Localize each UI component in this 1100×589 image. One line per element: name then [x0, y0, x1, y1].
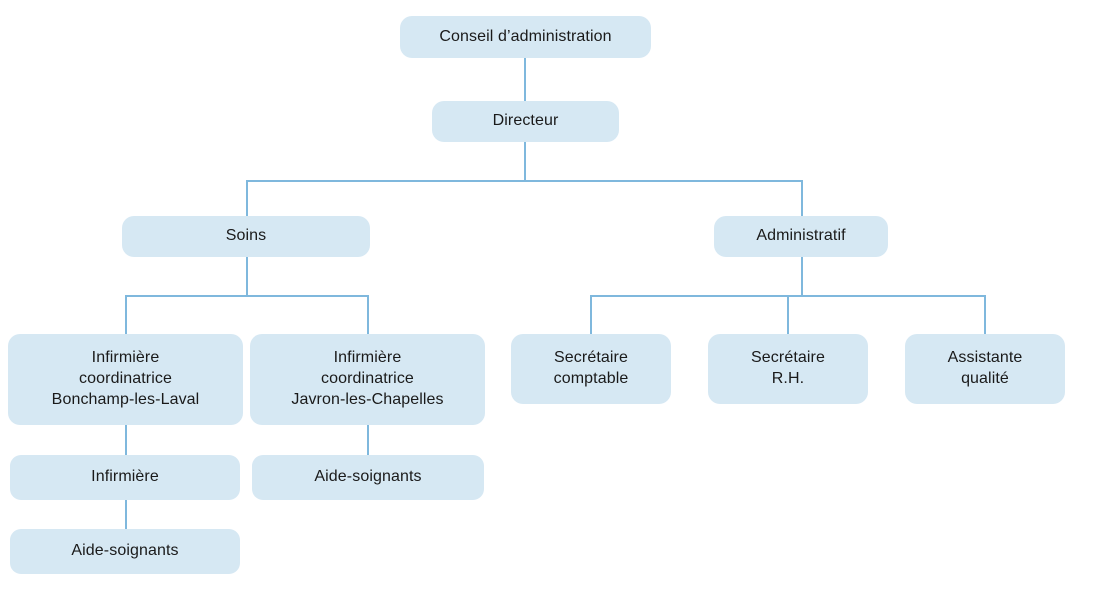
node-infirmiere-coordinatrice-javron-les-chapelles[interactable]: Infirmière coordinatrice Javron-les-Chap…	[250, 334, 485, 425]
connector-coord-javron-aide-soignants	[367, 425, 369, 455]
connector-administratif-to-secretaire-rh	[787, 295, 789, 334]
node-soins[interactable]: Soins	[122, 216, 370, 257]
connector-directeur-stem	[524, 142, 526, 181]
connector-conseil-directeur	[524, 58, 526, 101]
node-conseil-d-administration[interactable]: Conseil d’administration	[400, 16, 651, 58]
node-infirmiere[interactable]: Infirmière	[10, 455, 240, 500]
connector-administratif-stem	[801, 257, 803, 296]
connector-infirmiere-aide-soignants	[125, 500, 127, 529]
connector-soins-bar	[125, 295, 369, 297]
connector-soins-stem	[246, 257, 248, 296]
connector-bar-to-soins	[246, 180, 248, 216]
node-aide-soignants-javron[interactable]: Aide-soignants	[252, 455, 484, 500]
connector-soins-to-coord-javron	[367, 295, 369, 334]
node-assistante-qualite[interactable]: Assistante qualité	[905, 334, 1065, 404]
connector-administratif-to-secretaire-comptable	[590, 295, 592, 334]
connector-soins-to-coord-bonchamp	[125, 295, 127, 334]
connector-coord-bonchamp-infirmiere	[125, 425, 127, 455]
node-aide-soignants-bonchamp[interactable]: Aide-soignants	[10, 529, 240, 574]
node-secretaire-rh[interactable]: Secrétaire R.H.	[708, 334, 868, 404]
connector-directeur-bar	[246, 180, 803, 182]
node-secretaire-comptable[interactable]: Secrétaire comptable	[511, 334, 671, 404]
connector-administratif-to-assistante-qualite	[984, 295, 986, 334]
node-infirmiere-coordinatrice-bonchamp-les-laval[interactable]: Infirmière coordinatrice Bonchamp-les-La…	[8, 334, 243, 425]
connector-bar-to-administratif	[801, 180, 803, 216]
node-administratif[interactable]: Administratif	[714, 216, 888, 257]
node-directeur[interactable]: Directeur	[432, 101, 619, 142]
